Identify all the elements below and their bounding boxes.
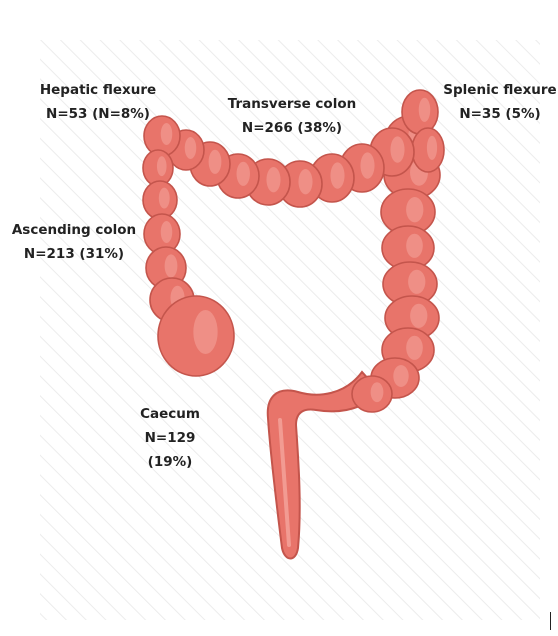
descending-segment-6-highlight (410, 304, 427, 328)
descending-segment-9-highlight (371, 382, 384, 402)
descending-segment-5-highlight (408, 270, 425, 294)
transverse-segment-5-highlight (266, 167, 280, 192)
label-ascending-colon: Ascending colon N=213 (31%) (4, 218, 144, 266)
label-splenic-flexure: Splenic flexure N=35 (5%) (442, 78, 558, 126)
descending-segment-4-highlight (406, 234, 423, 258)
ascending-segment-4-highlight (165, 254, 178, 277)
descending-segment-7-highlight (406, 336, 423, 360)
label-hepatic-flexure: Hepatic flexure N=53 (N=8%) (36, 78, 160, 126)
transverse-segment-6-highlight (237, 162, 250, 186)
transverse-segment-4-highlight (298, 169, 312, 194)
text-cursor (550, 612, 551, 630)
splenic-flexure-segment-1-highlight (419, 98, 431, 122)
ascending-segment-1-highlight (157, 156, 167, 176)
caecum-pouch-highlight (193, 310, 217, 354)
label-transverse-colon: Transverse colon N=266 (38%) (222, 92, 362, 140)
transverse-segment-2-highlight (360, 152, 374, 178)
splenic-flexure-segment-2-highlight (427, 136, 437, 160)
label-caecum: Caecum N=129 (19%) (128, 402, 212, 474)
descending-segment-3-highlight (406, 197, 423, 222)
descending-segment-8-highlight (393, 365, 408, 387)
transverse-segment-7-highlight (209, 150, 222, 174)
ascending-segment-3-highlight (161, 221, 173, 243)
hepatic-flexure-segment-highlight (161, 123, 173, 145)
ascending-segment-2-highlight (159, 188, 170, 209)
transverse-segment-3-highlight (330, 162, 344, 188)
transverse-segment-8-highlight (185, 137, 197, 159)
transverse-segment-1-highlight (390, 136, 404, 162)
